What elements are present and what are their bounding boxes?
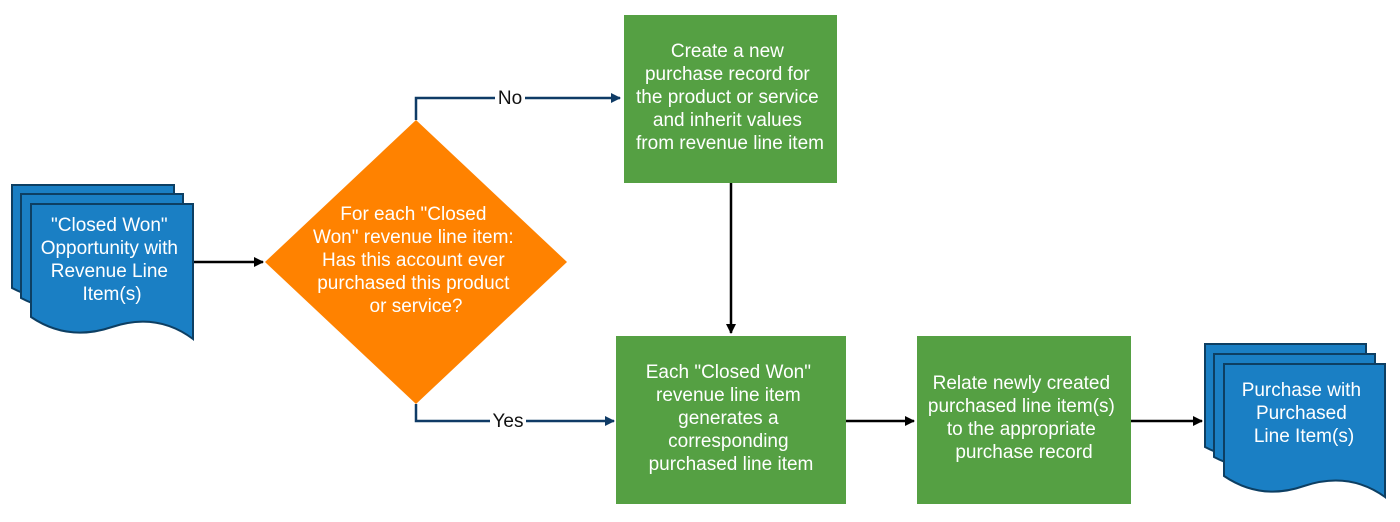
output-document-page-front (1223, 363, 1386, 499)
relate-item-line: to the appropriate (947, 419, 1096, 440)
create-record-line: the product or service (636, 87, 819, 108)
relate-item-line: purchased line item(s) (928, 396, 1115, 417)
output-document-line: Purchase with (1242, 380, 1361, 401)
decision-node: For each "Closed Won" revenue line item:… (265, 120, 567, 404)
connector-yes-branch (414, 404, 615, 426)
generate-item-node: Each "Closed Won" revenue line item gene… (616, 336, 846, 504)
decision-line: Has this account ever (322, 250, 505, 271)
decision-line: Won" revenue line item: (313, 227, 514, 248)
connector-no-branch (414, 93, 621, 120)
no-label-bg (495, 86, 525, 110)
decision-label: For each "Closed Won" revenue line item:… (313, 204, 519, 317)
decision-line: For each "Closed (340, 204, 486, 225)
decision-diamond (265, 120, 567, 404)
generate-item-line: revenue line item (656, 385, 801, 406)
decision-line: or service? (370, 296, 463, 317)
input-document-line: Opportunity with (41, 238, 178, 259)
create-record-line: from revenue line item (636, 133, 824, 154)
create-record-line: purchase record for (645, 64, 810, 85)
generate-item-line: Each "Closed Won" (646, 362, 811, 383)
relate-item-label: Relate newly created purchased line item… (928, 373, 1120, 463)
input-document-node: "Closed Won" Opportunity with Revenue Li… (11, 184, 194, 341)
create-record-node: Create a new purchase record for the pro… (624, 15, 837, 183)
relate-item-node: Relate newly created purchased line item… (917, 336, 1131, 504)
create-record-label: Create a new purchase record for the pro… (636, 41, 824, 154)
create-record-line: Create a new (671, 41, 784, 62)
generate-item-box (616, 336, 846, 504)
input-document-line: Revenue Line (51, 261, 168, 282)
yes-label-bg (490, 409, 526, 433)
generate-item-line: generates a (678, 408, 779, 429)
create-record-line: and inherit values (653, 110, 802, 131)
create-record-box (624, 15, 837, 183)
input-document-label: "Closed Won" Opportunity with Revenue Li… (41, 215, 184, 305)
yes-label: Yes (493, 411, 524, 432)
generate-item-label: Each "Closed Won" revenue line item gene… (646, 362, 817, 475)
relate-item-line: purchase record (955, 442, 1092, 463)
output-document-node: Purchase with Purchased Line Item(s) (1204, 343, 1386, 499)
input-document-line: "Closed Won" (51, 215, 168, 236)
output-document-line: Line Item(s) (1254, 426, 1354, 447)
output-document-line: Purchased (1256, 403, 1347, 424)
generate-item-line: purchased line item (649, 454, 814, 475)
output-document-label: Purchase with Purchased Line Item(s) (1242, 380, 1367, 447)
input-document-page-front (30, 203, 194, 341)
input-document-line: Item(s) (82, 284, 141, 305)
relate-item-box (917, 336, 1131, 504)
relate-item-line: Relate newly created (933, 373, 1110, 394)
decision-line: purchased this product (317, 273, 510, 294)
generate-item-line: corresponding (668, 431, 788, 452)
no-label: No (498, 88, 522, 109)
